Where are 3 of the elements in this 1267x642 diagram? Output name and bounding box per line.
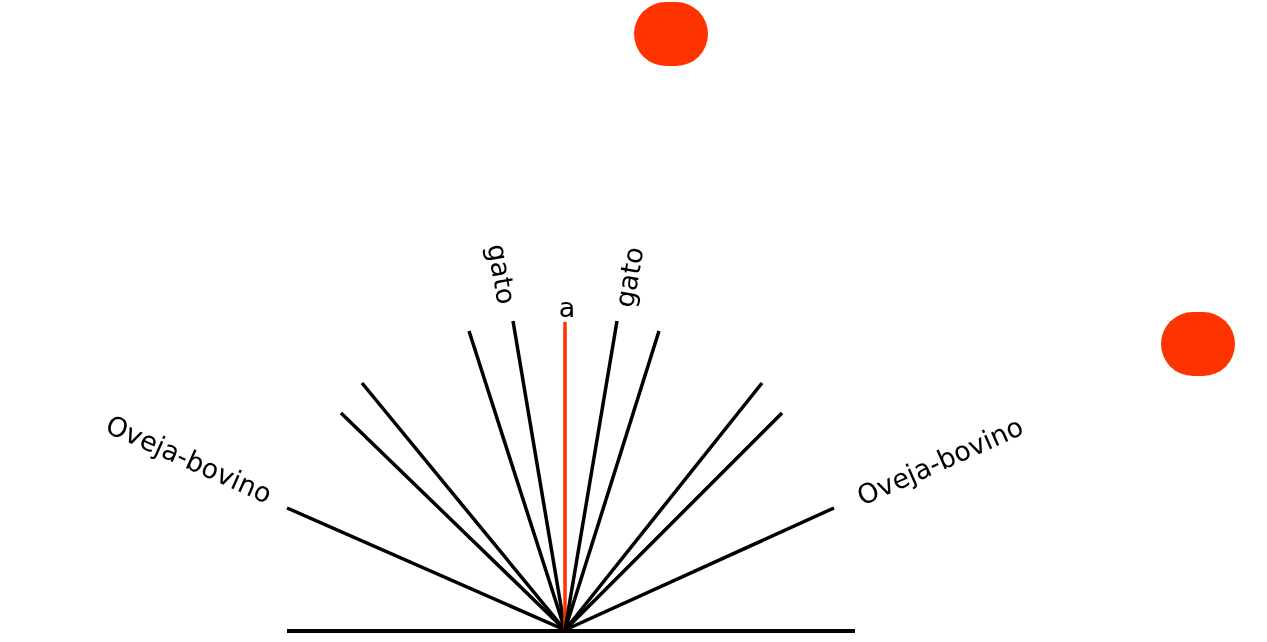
line-label: gato <box>483 241 521 307</box>
line-label: a <box>558 293 576 321</box>
line-label: gato <box>610 244 648 310</box>
